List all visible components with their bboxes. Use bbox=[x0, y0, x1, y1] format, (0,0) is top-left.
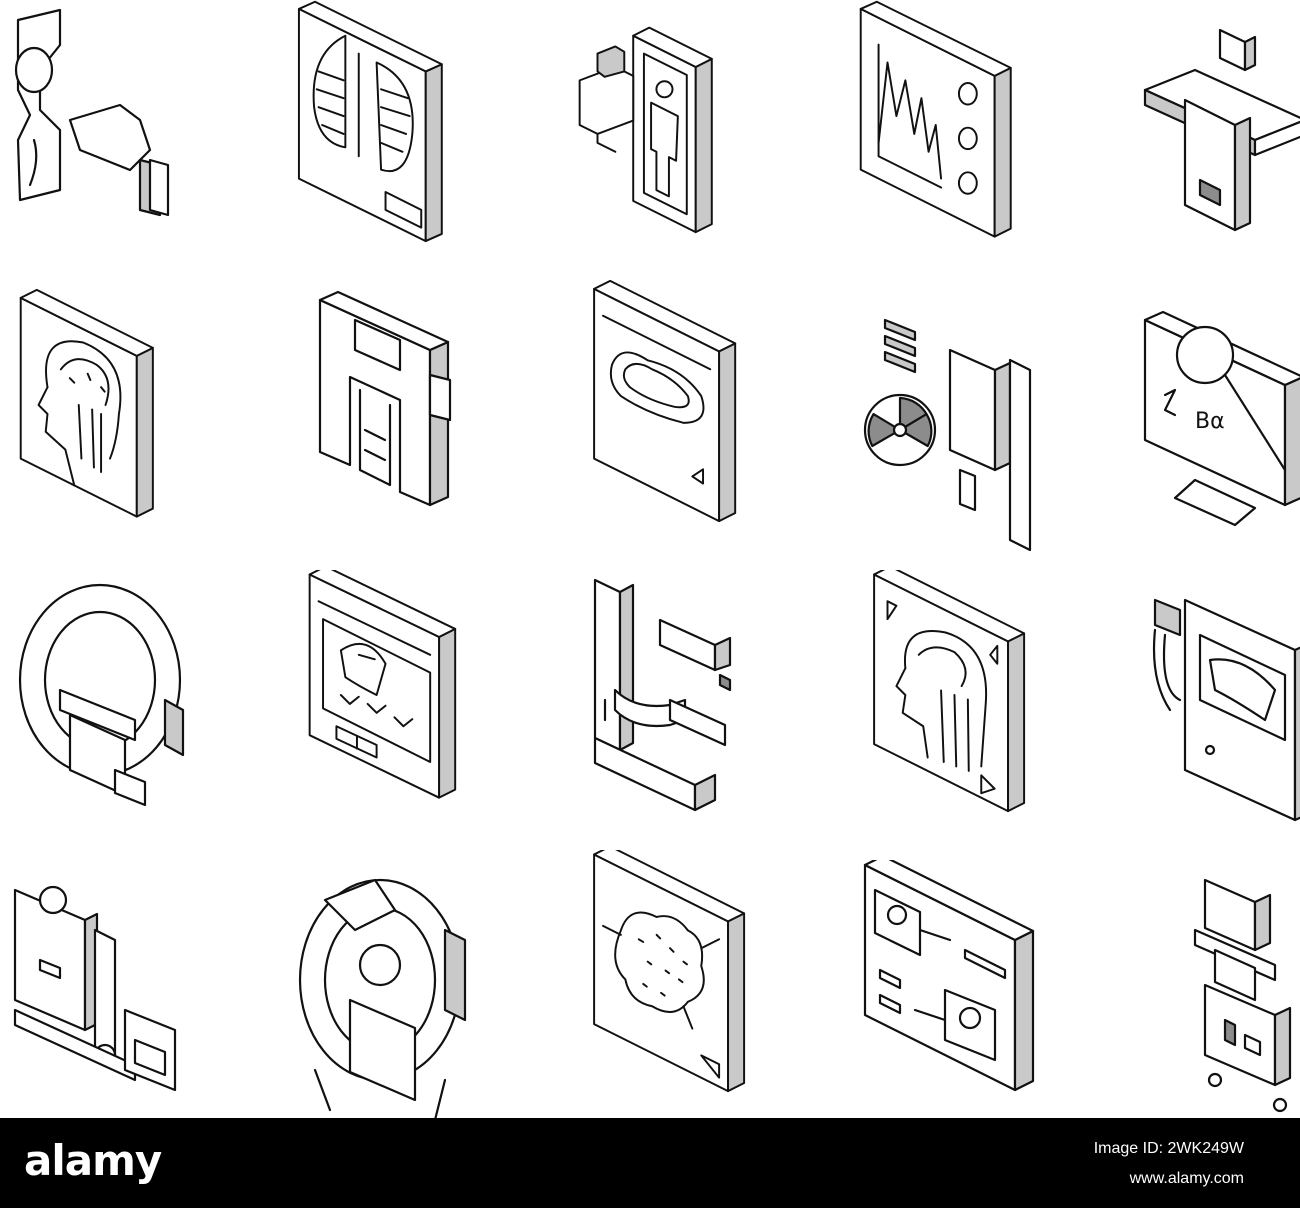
ct-scanner-patient-icon bbox=[280, 870, 500, 1120]
stock-footer: alamy Image ID: 2WK249W www.alamy.com bbox=[0, 1118, 1300, 1208]
radiology-machine-icon bbox=[1120, 0, 1300, 250]
alamy-logo: alamy bbox=[24, 1136, 162, 1185]
scan-image-icon bbox=[560, 280, 780, 530]
ultrasound-screen-icon bbox=[280, 570, 500, 820]
monitor-magnifier-icon: Bα bbox=[1120, 300, 1300, 550]
analysis-chart-icon bbox=[840, 0, 1060, 250]
ultrasound-device-icon bbox=[1120, 590, 1300, 840]
icon-grid: Bα bbox=[0, 0, 1300, 1120]
tumor-scan-icon bbox=[560, 850, 780, 1100]
fluoroscopy-machine-icon bbox=[0, 860, 220, 1110]
xray-arm-machine-icon bbox=[560, 570, 780, 820]
radiation-equipment-icon bbox=[840, 310, 1060, 560]
body-scan-table-icon bbox=[280, 280, 500, 530]
body-scanner-icon bbox=[550, 0, 770, 250]
head-mri-image-icon bbox=[840, 570, 1060, 820]
brain-scan-icon bbox=[0, 280, 220, 530]
portable-xray-icon bbox=[1140, 870, 1300, 1120]
mri-scanner-icon bbox=[0, 570, 220, 820]
chest-xray-icon bbox=[280, 0, 500, 250]
svg-text:Bα: Bα bbox=[1195, 409, 1225, 434]
site-url-text: www.alamy.com bbox=[1129, 1170, 1244, 1187]
image-id-text: Image ID: 2WK249W bbox=[1093, 1140, 1244, 1157]
xray-report-board-icon bbox=[840, 860, 1060, 1110]
knee-joint-icon bbox=[0, 0, 220, 250]
